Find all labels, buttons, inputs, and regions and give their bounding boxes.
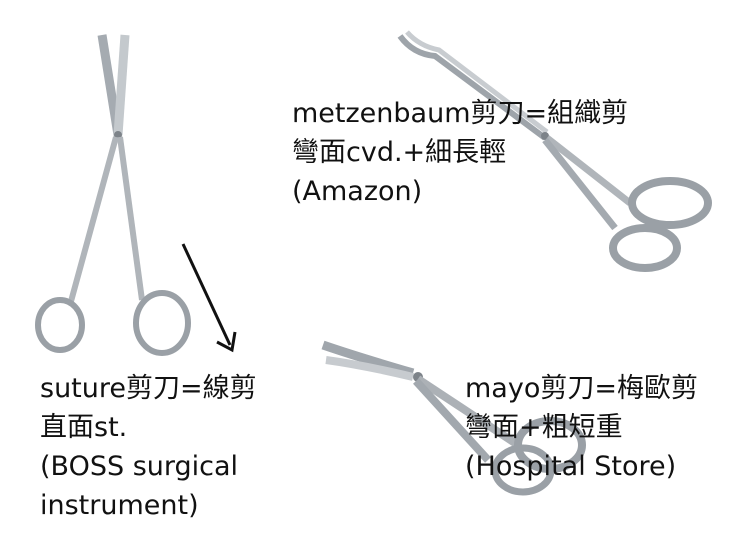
mayo-source: (Hospital Store) (465, 451, 677, 482)
mayo-scissors-image (321, 340, 586, 496)
metzenbaum-caption: metzenbaum剪刀=組織剪 彎面cvd.+細長輕 (Amazon) (292, 94, 628, 211)
mayo-caption: mayo剪刀=梅歐剪 彎面+粗短重 (Hospital Store) (465, 369, 698, 486)
mayo-title: mayo剪刀=梅歐剪 (465, 373, 698, 404)
metzenbaum-source: (Amazon) (292, 176, 423, 207)
pointer-arrow (181, 243, 237, 353)
metzenbaum-type: 彎面cvd.+細長輕 (292, 137, 507, 168)
suture-title: suture剪刀=線剪 (40, 373, 257, 404)
suture-type: 直面st. (40, 412, 128, 443)
suture-scissors-image (35, 34, 191, 356)
suture-caption: suture剪刀=線剪 直面st. (BOSS surgical instrum… (40, 369, 257, 525)
suture-source-line2: instrument) (40, 490, 199, 521)
metzenbaum-title: metzenbaum剪刀=組織剪 (292, 98, 629, 129)
metzenbaum-scissors-image (397, 30, 712, 272)
suture-source-line1: (BOSS surgical (40, 451, 239, 482)
mayo-type: 彎面+粗短重 (465, 412, 623, 443)
